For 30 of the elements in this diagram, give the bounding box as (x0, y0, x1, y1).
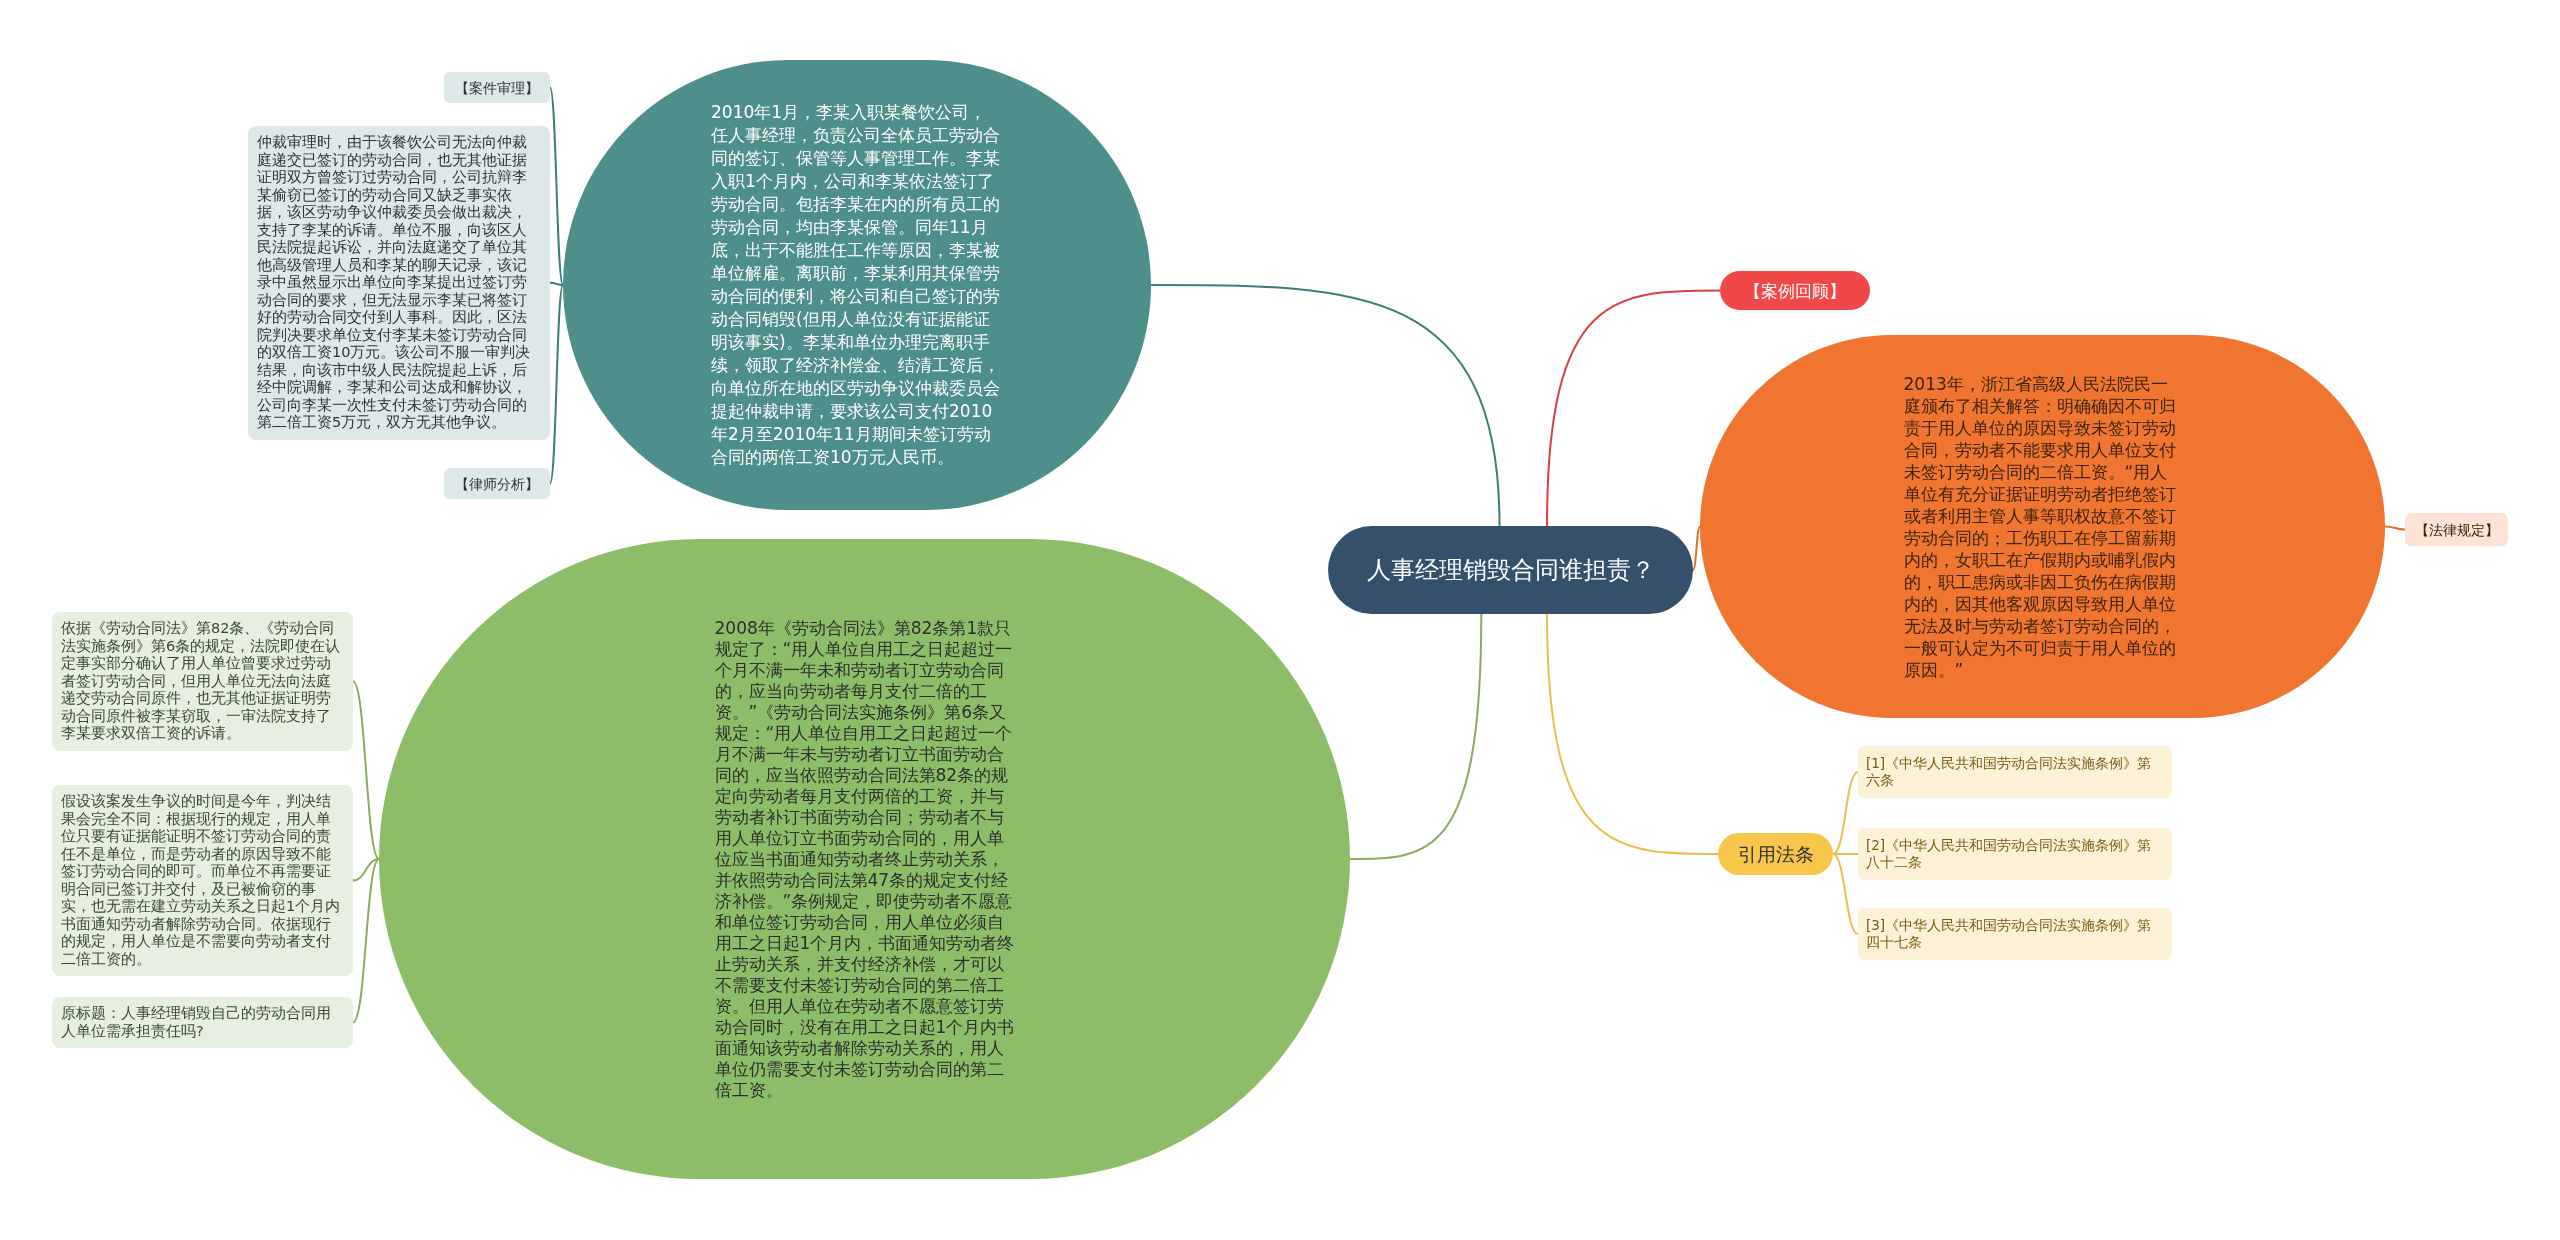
connector-line (549, 86, 564, 286)
note-card: 依据《劳动合同法》第82条、《劳动合同法实施条例》第6条的规定，法院即使在认定事实部分确认了用人单位曾要求过劳动者签订劳动合同，但用人单位无法向法庭递交劳动合同原件，也无其他证据证明劳动合同原件被李某窃取，一审法院支持了李某要求双倍工资的诉请。 (52, 612, 353, 751)
connector-line (1832, 771, 1859, 855)
connector-line (1349, 613, 1483, 860)
connector-line (1832, 853, 1859, 855)
connector-line (352, 858, 380, 1024)
citation-card: [1]《中华人民共和国劳动合同法实施条例》第六条 (1858, 746, 2172, 798)
connector-line (1692, 525, 1701, 571)
bubble-text: 2010年1月，李某入职某餐饮公司，任人事经理，负责公司全体员工劳动合同的签订、保管等人事管理工作。李某入职1个月内，公司和李某依法签订了劳动合同。包括李某在内的所有员工的劳动合同，均由李某保管。同年11月底，出于不能胜任工作等原因，李某被单位解雇。离职前，李某利用其保管劳动合同的便利，将公司和自己签订的劳动合同销毁(但用人单位没有证据能证明该事实)。李某和单位办理完离职手续，领取了经济补偿金、结清工资后，向单位所在地的区劳动争议仲裁委员会提起仲裁申请，要求该公司支付2010年2月至2010年11月期间未签订劳动合同的两倍工资10万元人民币。 (711, 101, 1001, 469)
connector-line (352, 858, 380, 882)
citation-card: [3]《中华人民共和国劳动合同法实施条例》第四十七条 (1858, 908, 2172, 960)
section-tag: 【案例回顾】 (1720, 271, 1870, 310)
connector-line (1546, 289, 1721, 527)
connector-line (352, 680, 380, 860)
section-tag: 【律师分析】 (444, 468, 550, 499)
branch-topic: 引用法条 (1718, 833, 1833, 875)
note-card: 仲裁审理时，由于该餐饮公司无法向仲裁庭递交已签订的劳动合同，也无其他证据证明双方曾签订过劳动合同，公司抗辩李某偷窃已签订的劳动合同又缺乏事实依据，该区劳动争议仲裁委员会做出裁决，支持了李某的诉请。单位不服，向该区人民法院提起诉讼，并向法庭递交了单位其他高级管理人员和李某的聊天记录，该记录中虽然显示出单位向李某提出过签订劳动合同的要求，但无法显示李某已将签订好的劳动合同交付到人事科。因此，区法院判决要求单位支付李某未签订劳动合同的双倍工资10万元。该公司不服一审判决结果，向该市中级人民法院提起上诉，后经中院调解，李某和公司达成和解协议，公司向李某一次性支付未签订劳动合同的第二倍工资5万元，双方无其他争议。 (248, 126, 550, 440)
bubble-text: 2008年《劳动合同法》第82条第1款只规定了：“用人单位自用工之日起超过一个月不满一年未和劳动者订立劳动合同的，应当向劳动者每月支付二倍的工资。”《劳动合同法实施条例》第6条又规定：“用人单位自用工之日起超过一个月不满一年未与劳动者订立书面劳动合同的，应当依照劳动合同法第82条的规定向劳动者每月支付两倍的工资，并与劳动者补订书面劳动合同；劳动者不与用人单位订立书面劳动合同的，用人单位应当书面通知劳动者终止劳动关系，并依照劳动合同法第47条的规定支付经济补偿。”条例规定，即使劳动者不愿意和单位签订劳动合同，用人单位必须自用工之日起1个月内，书面通知劳动者终止劳动关系，并支付经济补偿，才可以不需要支付未签订劳动合同的第二倍工资。但用人单位在劳动者不愿意签订劳动合同时，没有在用工之日起1个月内书面通知该劳动者解除劳动关系的，用人单位仍需要支付未签订劳动合同的第二倍工资。 (714, 617, 1015, 1101)
connector-line (1150, 284, 1501, 527)
section-tag: 【案件审理】 (444, 72, 550, 103)
central-topic: 人事经理销毁合同谁担责？ (1328, 526, 1693, 614)
section-tag: 【法律规定】 (2405, 513, 2508, 546)
connector-line (1546, 613, 1719, 855)
connector-line (2384, 525, 2406, 531)
note-card: 原标题：人事经理销毁自己的劳动合同用人单位需承担责任吗? (52, 997, 353, 1048)
connector-line (1832, 853, 1859, 935)
note-card: 假设该案发生争议的时间是今年，判决结果会完全不同：根据现行的规定，用人单位只要有证据能证明不签订劳动合同的责任不是单位，而是劳动者的原因导致不能签订劳动合同的即可。而单位不再需要证明合同已签订并交付，及已被偷窃的事实，也无需在建立劳动关系之日起1个月内书面通知劳动者解除劳动合同。依据现行的规定，用人单位是不需要向劳动者支付二倍工资的。 (52, 785, 353, 976)
bubble-text: 2013年，浙江省高级人民法院民一庭颁布了相关解答：明确确因不可归责于用人单位的原因导致未签订劳动合同，劳动者不能要求用人单位支付未签订劳动合同的二倍工资。“用人单位有充分证据证明劳动者拒绝签订或者利用主管人事等职权故意不签订劳动合同的；工伤职工在停工留薪期内的，女职工在产假期内或哺乳假内的，职工患病或非因工负伤在病假期内的，因其他客观原因导致用人单位无法及时与劳动者签订劳动合同的，一般可认定为不可归责于用人单位的原因。” (1903, 372, 2177, 681)
connector-line (549, 284, 564, 485)
citation-card: [2]《中华人民共和国劳动合同法实施条例》第八十二条 (1858, 828, 2172, 880)
